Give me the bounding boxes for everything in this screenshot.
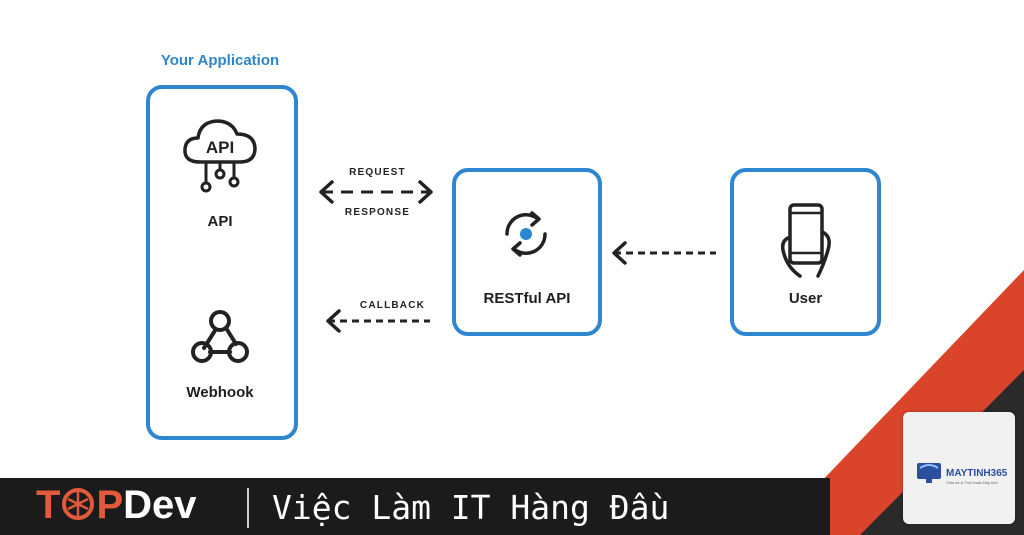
- application-box: [146, 85, 298, 440]
- request-label: REQUEST: [349, 167, 406, 178]
- cloud-api-icon: API: [183, 119, 257, 193]
- globe-logo-icon: [62, 488, 95, 520]
- monitor-logo-icon: [917, 463, 941, 483]
- brand-slogan: Việc Làm IT Hàng Đầu: [272, 488, 670, 527]
- brand-t: T: [36, 483, 61, 527]
- restful-api-label: RESTful API: [483, 290, 571, 307]
- sync-icon: [505, 211, 547, 257]
- brand-divider: [247, 488, 249, 528]
- callback-arrow: [326, 309, 430, 333]
- callback-label: CALLBACK: [359, 300, 426, 311]
- api-label: API: [207, 213, 233, 230]
- user-label: User: [788, 290, 823, 307]
- brand-p: P: [96, 483, 124, 527]
- topdev-logo: T PDev: [36, 483, 197, 528]
- watermark-tagline: Chia sẻ & Thủ thuật Máy tính: [946, 480, 998, 485]
- user-to-api-arrow: [612, 241, 716, 265]
- user-box: [730, 168, 881, 336]
- webhook-label: Webhook: [186, 384, 254, 401]
- brand-dev: Dev: [123, 483, 197, 527]
- response-label: RESPONSE: [344, 207, 411, 218]
- application-title: Your Application: [160, 52, 280, 69]
- brand-bar: [0, 478, 830, 535]
- request-response-arrow: [319, 180, 433, 204]
- watermark-name: MAYTINH365: [946, 468, 1008, 479]
- cloud-api-text: API: [206, 138, 234, 157]
- phone-hand-icon: [780, 203, 831, 278]
- webhook-icon: [191, 310, 249, 363]
